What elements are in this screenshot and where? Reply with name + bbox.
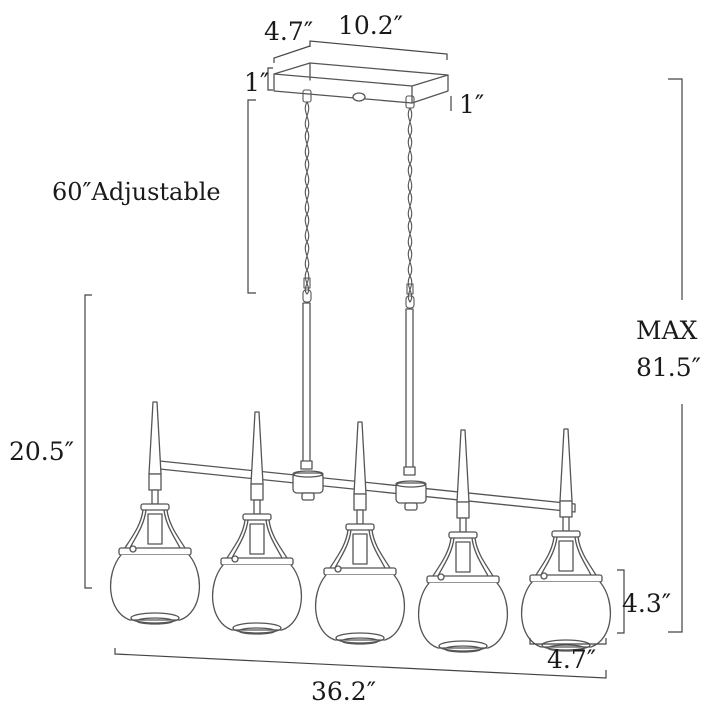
- downrods: [300, 302, 416, 476]
- max-height-label-line2: 81.5″: [636, 353, 702, 382]
- canopy: [273, 62, 449, 104]
- lamp-2: [211, 411, 303, 635]
- chain-length-label: 60″Adjustable: [52, 178, 221, 206]
- bar-mounts: [292, 470, 427, 511]
- fixture-height-label: 20.5″: [9, 437, 75, 466]
- canopy-height-right-label: 1″: [459, 90, 485, 119]
- lamp-4: [417, 429, 509, 653]
- chain-left: [302, 89, 312, 303]
- lamp-1: [109, 401, 201, 625]
- lamp-5: [520, 428, 612, 652]
- lamp-3: [314, 421, 406, 645]
- shade-width-label: 4.7″: [547, 645, 597, 674]
- shade-height-label: 4.3″: [622, 589, 672, 618]
- overall-width-label: 36.2″: [311, 677, 377, 706]
- dimension-lines: [84, 40, 683, 679]
- chain-right: [405, 95, 415, 309]
- max-height-label-line1: MAX: [636, 316, 698, 345]
- canopy-length-label: 10.2″: [338, 11, 404, 40]
- canopy-depth-label: 4.7″: [264, 17, 314, 46]
- canopy-height-left-label: 1″: [244, 68, 270, 97]
